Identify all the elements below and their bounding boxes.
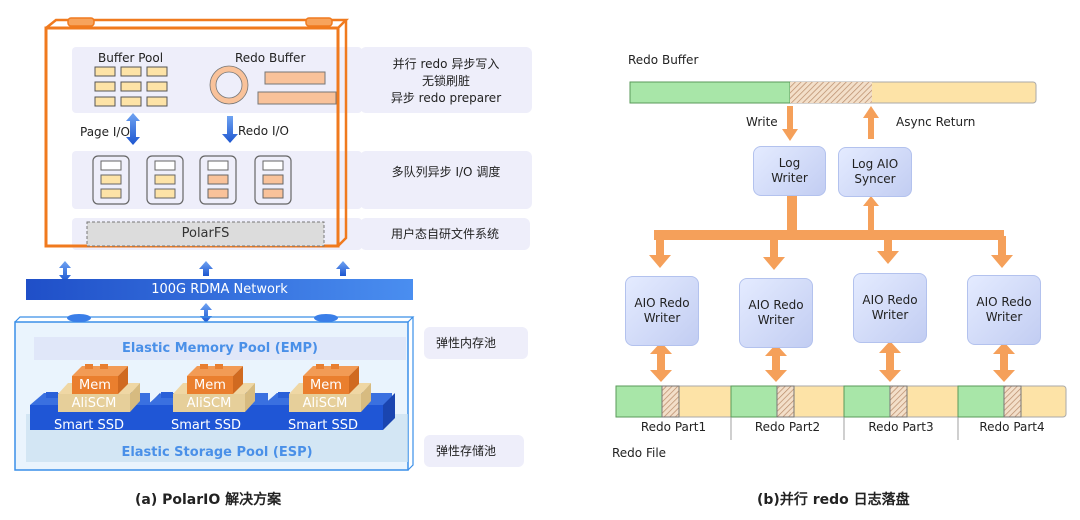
side-band-4 — [424, 327, 528, 359]
async-return-label: Async Return — [896, 115, 976, 129]
mem-label-2: Mem — [194, 378, 226, 393]
network-bar — [26, 279, 413, 300]
mem-label-3: Mem — [310, 378, 342, 393]
log-writer-node: Log Writer — [753, 146, 826, 196]
aliscm-label-3: AliSCM — [302, 396, 348, 411]
redo-file-bar — [615, 385, 1067, 440]
write-arrow — [782, 106, 798, 141]
network-arrows — [59, 261, 350, 323]
ssd-label-2: Smart SSD — [171, 418, 241, 433]
redo-io-arrow — [222, 116, 238, 143]
aio-redo-writer-label-4: AIO Redo Writer — [976, 295, 1032, 324]
distribution-arrows — [649, 196, 1013, 270]
aio-redo-writer-2: AIO Redo Writer — [739, 278, 813, 348]
log-writer-label: Log Writer — [771, 156, 808, 185]
side-band-5 — [424, 435, 524, 467]
redo-part-4: Redo Part4 — [979, 420, 1045, 434]
redo-buffer-ring — [209, 65, 337, 105]
side-label-line3: 异步 redo preparer — [390, 91, 502, 105]
polarfs-box — [86, 221, 325, 247]
page-io-label: Page I/O — [80, 125, 130, 139]
page-io-arrow — [126, 113, 140, 145]
emp-label: Elastic Memory Pool (EMP) — [122, 341, 318, 356]
side-band-3 — [360, 218, 530, 250]
storage-modules — [30, 364, 395, 430]
polarfs-label: PolarFS — [181, 226, 230, 241]
write-label: Write — [746, 115, 778, 129]
aliscm-label-2: AliSCM — [186, 396, 232, 411]
mem-label-1: Mem — [79, 378, 111, 393]
aio-redo-writer-label-3: AIO Redo Writer — [862, 293, 918, 322]
ssd-label-3: Smart SSD — [288, 418, 358, 433]
side-band-2 — [360, 151, 532, 209]
side-label-line1: 并行 redo 异步写入 — [392, 57, 500, 71]
side-band-1 — [360, 47, 532, 113]
async-return-arrow — [863, 106, 879, 139]
aio-redo-writer-label-2: AIO Redo Writer — [748, 298, 804, 327]
right-caption: (b)并行 redo 日志落盘 — [757, 492, 910, 508]
aio-redo-writer-1: AIO Redo Writer — [625, 276, 699, 346]
writer-part-arrows — [650, 341, 1015, 382]
log-aio-syncer-node: Log AIO Syncer — [838, 147, 912, 197]
esp-label: Elastic Storage Pool (ESP) — [121, 445, 313, 460]
network-label: 100G RDMA Network — [151, 282, 288, 297]
side-label-storage-pool: 弹性存储池 — [435, 444, 496, 458]
aio-redo-writer-3: AIO Redo Writer — [853, 273, 927, 343]
left-caption: (a) PolarIO 解决方案 — [135, 492, 282, 508]
side-label-fs: 用户态自研文件系统 — [390, 227, 499, 241]
aliscm-label-1: AliSCM — [71, 396, 117, 411]
redo-buffer-title: Redo Buffer — [628, 53, 699, 67]
redo-file-label: Redo File — [612, 446, 667, 460]
log-aio-syncer-label: Log AIO Syncer — [851, 157, 899, 186]
buffer-pool-pages — [94, 66, 168, 107]
redo-buffer-label: Redo Buffer — [235, 51, 306, 65]
io-queues — [92, 155, 292, 205]
emp-band — [34, 337, 406, 360]
redo-buffer-bar — [629, 81, 1037, 104]
side-label-line2: 无锁刷脏 — [421, 74, 470, 88]
redo-io-label: Redo I/O — [238, 124, 289, 138]
side-label-queue: 多队列异步 I/O 调度 — [391, 165, 501, 179]
redo-part-2: Redo Part2 — [754, 420, 821, 434]
aio-redo-writer-4: AIO Redo Writer — [967, 275, 1041, 345]
redo-part-3: Redo Part3 — [868, 420, 934, 434]
ssd-label-1: Smart SSD — [54, 418, 124, 433]
redo-part-1: Redo Part1 — [640, 420, 707, 434]
buffer-pool-label: Buffer Pool — [98, 51, 164, 65]
aio-redo-writer-label-1: AIO Redo Writer — [634, 296, 690, 325]
side-label-mem-pool: 弹性内存池 — [435, 336, 496, 350]
side-label-parallel-redo: 并行 redo 异步写入 无锁刷脏 异步 redo preparer — [360, 56, 532, 107]
